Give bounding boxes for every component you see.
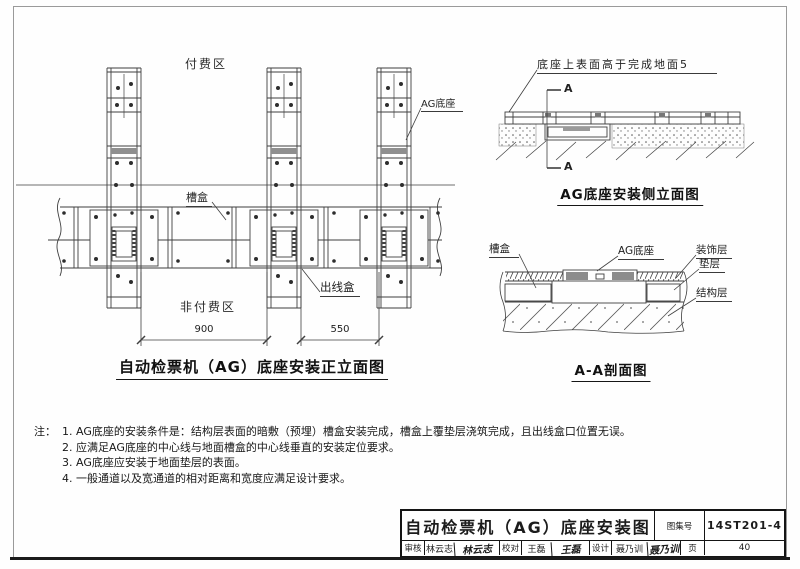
atlas-number: 14ST201-4 bbox=[704, 511, 784, 540]
ag-base-callout: AG底座 bbox=[421, 95, 463, 112]
dimension-550: 550 bbox=[330, 324, 350, 335]
section-marker-top: A bbox=[564, 82, 573, 95]
front-elevation-title: 自动检票机（AG）底座安装正立面图 bbox=[116, 356, 388, 380]
section-marker-bottom: A bbox=[564, 160, 573, 173]
dimension-lines bbox=[136, 272, 384, 346]
page-number: 40 bbox=[704, 541, 784, 555]
leader-lines-front bbox=[211, 107, 422, 293]
outlet-box-callout: 出线盒 bbox=[320, 279, 360, 297]
sheet-bottom-rule bbox=[10, 557, 790, 560]
checker-name: 王磊 bbox=[521, 541, 551, 555]
reviewer-label: 审核 bbox=[404, 544, 422, 554]
ag-base-column bbox=[358, 66, 430, 310]
note-line: 4. 一般通道以及宽通道的相对距离和宽度应满足设计要求。 bbox=[62, 471, 351, 485]
section-view-linework bbox=[499, 253, 700, 334]
trough-box-callout: 槽盒 bbox=[186, 189, 212, 207]
notes-prefix: 注： bbox=[34, 425, 56, 438]
decorative-layer-callout: 装饰层 bbox=[696, 242, 732, 259]
title-block: 自动检票机（AG）底座安装图 图集号 14ST201-4 审核 林云志 林云志 … bbox=[400, 509, 786, 558]
page-label: 页 bbox=[680, 541, 704, 555]
section-view-title: A-A剖面图 bbox=[571, 359, 651, 382]
checker-label: 校对 bbox=[499, 541, 521, 555]
checker-signature: 王磊 bbox=[550, 539, 590, 557]
notes-block: 注： 1. AG底座的安装条件是：结构层表面的暗敷（预埋）槽盒安装完成，槽盒上覆… bbox=[34, 424, 631, 486]
cushion-layer-callout: 垫层 bbox=[699, 256, 725, 273]
ag-base-column bbox=[248, 66, 320, 310]
designer-name: 聂乃训 bbox=[611, 541, 647, 555]
reviewer-name: 林云志 bbox=[424, 541, 454, 555]
designer-signature: 聂乃训 bbox=[646, 539, 681, 557]
front-elevation-linework bbox=[16, 66, 455, 346]
side-elevation-linework bbox=[495, 69, 755, 169]
dimension-900: 900 bbox=[194, 324, 214, 335]
atlas-number-label: 图集号 bbox=[654, 511, 704, 540]
note-line: 3. AG底座应安装于地面垫层的表面。 bbox=[62, 456, 246, 469]
height-callout: 底座上表面高于完成地面5 bbox=[537, 56, 717, 74]
section-ag-base-callout: AG底座 bbox=[618, 243, 664, 260]
side-elevation-title: AG底座安装侧立面图 bbox=[557, 183, 703, 206]
paid-area-label: 付费区 bbox=[185, 57, 228, 71]
drawing-title: 自动检票机（AG）底座安装图 bbox=[405, 517, 651, 537]
section-trough-box-callout: 槽盒 bbox=[489, 241, 519, 258]
unpaid-area-label: 非付费区 bbox=[180, 300, 237, 314]
structural-layer-callout: 结构层 bbox=[696, 285, 732, 302]
reviewer-signature: 林云志 bbox=[453, 539, 500, 557]
designer-label: 设计 bbox=[589, 541, 611, 555]
ag-base-column bbox=[88, 66, 160, 310]
leader-lines-section bbox=[518, 253, 700, 317]
section-cut-line bbox=[546, 89, 561, 169]
note-line: 1. AG底座的安装条件是：结构层表面的暗敷（预埋）槽盒安装完成，槽盒上覆垫层浇… bbox=[62, 425, 631, 438]
note-line: 2. 应满足AG底座的中心线与地面槽盒的中心线垂直的安装定位要求。 bbox=[62, 440, 400, 454]
